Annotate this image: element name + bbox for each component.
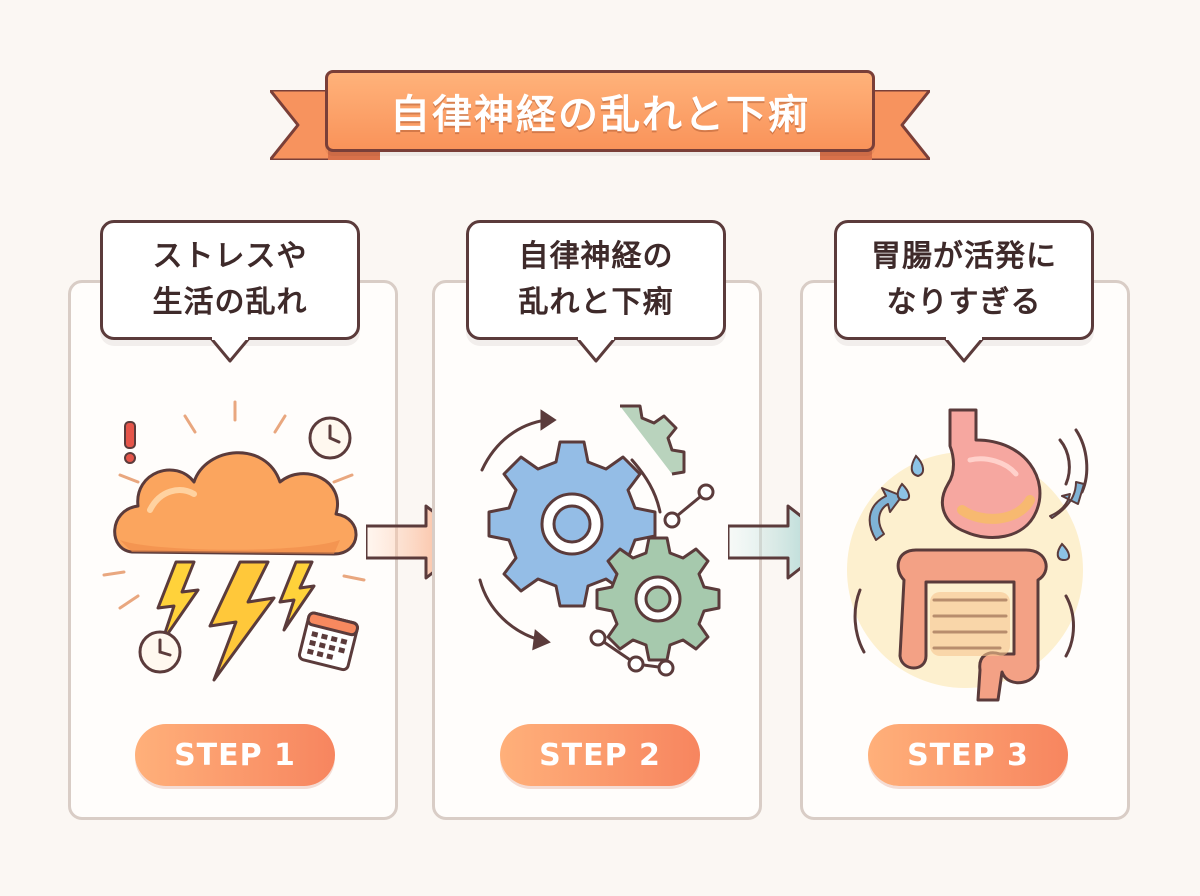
green-gear xyxy=(595,536,721,662)
bubble-line: 自律神経の xyxy=(518,239,674,274)
bubble-tail-3 xyxy=(944,337,984,363)
exclamation-icon xyxy=(124,421,136,464)
calendar-icon xyxy=(297,611,359,672)
page-title: 自律神経の乱れと下痢 xyxy=(390,92,810,138)
speech-bubble-1: ストレスや 生活の乱れ xyxy=(100,220,360,340)
bubble-line: なりすぎる xyxy=(886,285,1042,320)
bubble-line: ストレスや xyxy=(152,239,308,274)
clock-icon xyxy=(138,630,182,674)
ribbon-banner: 自律神経の乱れと下痢 xyxy=(325,70,875,152)
bubble-line: 生活の乱れ xyxy=(152,285,308,320)
step-badge-1: STEP 1 xyxy=(135,724,335,786)
step-badge-2: STEP 2 xyxy=(500,724,700,786)
title-ribbon: 自律神経の乱れと下痢 xyxy=(270,62,930,182)
stomach-intestine-icon xyxy=(847,408,1089,702)
bubble-tail-1 xyxy=(210,337,250,363)
clock-icon xyxy=(308,416,352,460)
bubble-line: 胃腸が活発に xyxy=(871,239,1057,274)
step-badge-3: STEP 3 xyxy=(868,724,1068,786)
bubble-line: 乱れと下痢 xyxy=(518,285,674,320)
gears-icon xyxy=(478,404,721,677)
storm-cloud-icon xyxy=(102,400,366,682)
bubble-tail-2 xyxy=(576,337,616,363)
speech-bubble-2: 自律神経の 乱れと下痢 xyxy=(466,220,726,340)
speech-bubble-3: 胃腸が活発に なりすぎる xyxy=(834,220,1094,340)
